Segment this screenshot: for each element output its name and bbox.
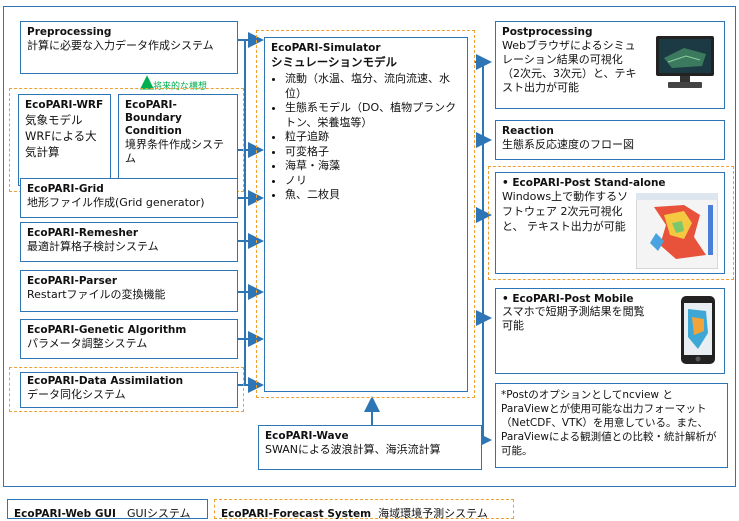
boundary-title: EcoPARI-Boundary Condition: [125, 99, 182, 137]
parser-title: EcoPARI-Parser: [27, 275, 118, 287]
reaction-box: Reaction 生態系反応速度のフロー図: [495, 120, 725, 160]
boundary-box: EcoPARI-Boundary Condition 境界条件作成システム: [118, 94, 238, 186]
remesher-box: EcoPARI-Remesher 最適計算格子検討システム: [20, 222, 238, 262]
web-gui-title: EcoPARI-Web GUI: [14, 508, 116, 520]
feature-item: 海草・海藻: [285, 159, 461, 174]
da-title: EcoPARI-Data Assimilation: [27, 375, 184, 387]
monitor-icon: [656, 36, 714, 88]
note-text: *Postのオプションとしてncview と ParaViewとが使用可能な出力…: [501, 389, 717, 457]
simulator-title: EcoPARI-Simulator: [271, 42, 381, 54]
da-group: [9, 367, 244, 412]
standalone-desc: Windows上で動作するソフトウェア 2次元可視化と、 テキスト出力が可能: [502, 190, 629, 233]
reaction-desc: 生態系反応速度のフロー図: [502, 138, 634, 151]
forecast-title: EcoPARI-Forecast System: [221, 508, 372, 520]
web-gui-legend: EcoPARI-Web GUI GUIシステム: [7, 499, 208, 520]
forecast-legend: EcoPARI-Forecast System 海域環境予測システム: [214, 499, 514, 520]
preprocessing-box: Preprocessing 計算に必要な入力データ作成システム: [20, 21, 238, 74]
wave-desc: SWANによる波浪計算、海浜流計算: [265, 443, 441, 456]
postprocessing-title: Postprocessing: [502, 26, 593, 38]
forecast-desc: 海域環境予測システム: [378, 507, 488, 520]
wave-box: EcoPARI-Wave SWANによる波浪計算、海浜流計算: [258, 425, 482, 470]
standalone-title: EcoPARI-Post Stand-alone: [512, 177, 666, 189]
simulator-feature-list: 流動（水温、塩分、流向流速、水位） 生態系モデル（DO、植物プランクトン、栄養塩…: [271, 72, 461, 203]
simulator-box: EcoPARI-Simulator シミュレーションモデル 流動（水温、塩分、流…: [264, 37, 468, 392]
remesher-title: EcoPARI-Remesher: [27, 227, 139, 239]
simulator-group: [256, 30, 475, 398]
ga-desc: パラメータ調整システム: [27, 337, 148, 350]
feature-item: ノリ: [285, 174, 461, 189]
standalone-title-row: • EcoPARI-Post Stand-alone: [502, 177, 666, 189]
preprocessing-title: Preprocessing: [27, 26, 112, 38]
visualization-thumbnail-icon: [636, 193, 718, 269]
outer-frame: [3, 6, 736, 487]
feature-item: 魚、二枚貝: [285, 188, 461, 203]
simulator-subtitle: シミュレーションモデル: [271, 55, 398, 69]
standalone-group: [488, 166, 734, 280]
mobile-title: EcoPARI-Post Mobile: [512, 293, 634, 305]
preprocessing-desc: 計算に必要な入力データ作成システム: [27, 39, 214, 52]
grid-desc: 地形ファイル作成(Grid generator): [27, 196, 205, 209]
mobile-desc: スマホで短期予測結果を閲覧可能: [502, 305, 645, 332]
future-label: 将来的な構想: [153, 82, 208, 92]
da-box: EcoPARI-Data Assimilation データ同化システム: [20, 372, 238, 408]
web-gui-desc: GUIシステム: [127, 507, 191, 520]
postprocessing-desc: Webブラウザによるシミュレーション結果の可視化（2次元、3次元）と、テキスト出…: [502, 39, 637, 94]
da-desc: データ同化システム: [27, 388, 126, 401]
parser-desc: Restartファイルの変換機能: [27, 288, 166, 301]
wrf-desc: 気象モデルWRFによる大気計算: [25, 113, 97, 159]
grid-box: EcoPARI-Grid 地形ファイル作成(Grid generator): [20, 178, 238, 218]
feature-item: 可変格子: [285, 145, 461, 160]
wave-title: EcoPARI-Wave: [265, 430, 349, 442]
note-box: *Postのオプションとしてncview と ParaViewとが使用可能な出力…: [495, 383, 728, 468]
smartphone-icon: [681, 296, 715, 364]
parser-box: EcoPARI-Parser Restartファイルの変換機能: [20, 270, 238, 312]
mobile-box: • EcoPARI-Post Mobile スマホで短期予測結果を閲覧可能: [495, 288, 725, 374]
remesher-desc: 最適計算格子検討システム: [27, 240, 159, 253]
feature-item: 生態系モデル（DO、植物プランクトン、栄養塩等）: [285, 101, 461, 130]
mobile-title-row: • EcoPARI-Post Mobile: [502, 293, 634, 305]
feature-item: 流動（水温、塩分、流向流速、水位）: [285, 72, 461, 101]
wrf-box: EcoPARI-WRF 気象モデルWRFによる大気計算: [18, 94, 111, 186]
feature-item: 粒子追跡: [285, 130, 461, 145]
standalone-box: • EcoPARI-Post Stand-alone Windows上で動作する…: [495, 172, 725, 274]
reaction-title: Reaction: [502, 125, 554, 137]
wrf-title: EcoPARI-WRF: [25, 99, 104, 111]
grid-title: EcoPARI-Grid: [27, 183, 104, 195]
ga-title: EcoPARI-Genetic Algorithm: [27, 324, 187, 336]
postprocessing-box: Postprocessing Webブラウザによるシミュレーション結果の可視化（…: [495, 21, 725, 109]
boundary-desc: 境界条件作成システム: [125, 138, 224, 165]
ga-box: EcoPARI-Genetic Algorithm パラメータ調整システム: [20, 319, 238, 359]
